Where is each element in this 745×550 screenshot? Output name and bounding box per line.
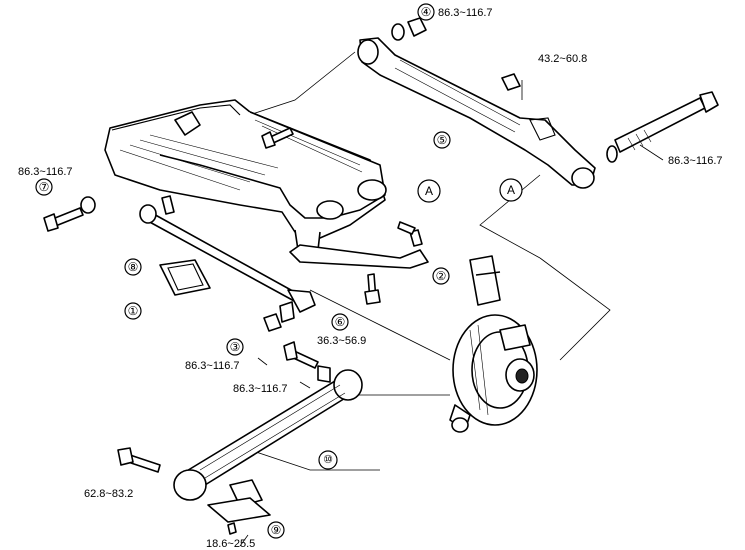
torque-item7: 86.3~116.7 <box>18 166 73 178</box>
bolt-lower-left <box>117 447 161 473</box>
lateral-link <box>139 195 316 313</box>
torque-item3: 86.3~116.7 <box>185 360 240 372</box>
torque-bolt-long: 86.3~116.7 <box>668 155 723 167</box>
long-bolt-upper <box>606 91 719 163</box>
torque-item6: 36.3~56.9 <box>317 335 366 347</box>
ref-mark-a-lower: A <box>499 178 523 202</box>
callout-label-1: ① <box>128 304 139 318</box>
callout-label-2: ② <box>436 269 447 283</box>
callout-label-7: ⑦ <box>39 180 50 194</box>
bolt-item7 <box>43 196 96 232</box>
torque-nut-upper: 43.2~60.8 <box>538 53 587 65</box>
crossmember <box>104 99 387 251</box>
callout-label-10: ⑩ <box>323 454 333 466</box>
dust-cover <box>159 259 211 296</box>
knuckle-hub <box>449 255 538 433</box>
callout-9: ⑨ <box>267 521 285 539</box>
callout-6: ⑥ <box>331 313 349 331</box>
ref-mark-a-upper-label: A <box>425 184 433 198</box>
callout-label-6: ⑥ <box>335 315 346 329</box>
callout-10: ⑩ <box>318 450 338 470</box>
nut-item3 <box>263 301 295 332</box>
ref-mark-a-lower-label: A <box>507 183 515 197</box>
torque-item9: 18.6~25.5 <box>206 538 255 550</box>
ref-mark-a-upper: A <box>417 179 441 203</box>
lower-arm <box>173 369 363 507</box>
callout-2: ② <box>432 267 450 285</box>
callout-5: ⑤ <box>433 131 451 149</box>
callout-label-9: ⑨ <box>271 523 282 537</box>
bolt-crossmember <box>261 127 294 149</box>
nut-washer-item4 <box>391 17 427 41</box>
callout-label-3: ③ <box>230 340 241 354</box>
bolt-mid <box>283 341 331 383</box>
callout-label-5: ⑤ <box>437 133 448 147</box>
bolt-item6 <box>364 273 381 305</box>
callout-8: ⑧ <box>124 258 142 276</box>
callout-label-4: ④ <box>421 5 432 19</box>
torque-arrows <box>239 144 664 547</box>
torque-bolt-lower: 62.8~83.2 <box>84 488 133 500</box>
upper-arm <box>357 37 596 189</box>
torque-bolt-mid: 86.3~116.7 <box>233 383 288 395</box>
stabilizer-link <box>289 221 429 269</box>
callout-1: ① <box>124 302 142 320</box>
callout-3: ③ <box>226 338 244 356</box>
callout-7: ⑦ <box>35 178 53 196</box>
callout-4: ④ <box>417 3 435 21</box>
callout-label-8: ⑧ <box>128 260 139 274</box>
nut-upper-arm <box>501 73 521 91</box>
torque-item4: 86.3~116.7 <box>438 7 493 19</box>
bracket-item9 <box>207 497 271 535</box>
